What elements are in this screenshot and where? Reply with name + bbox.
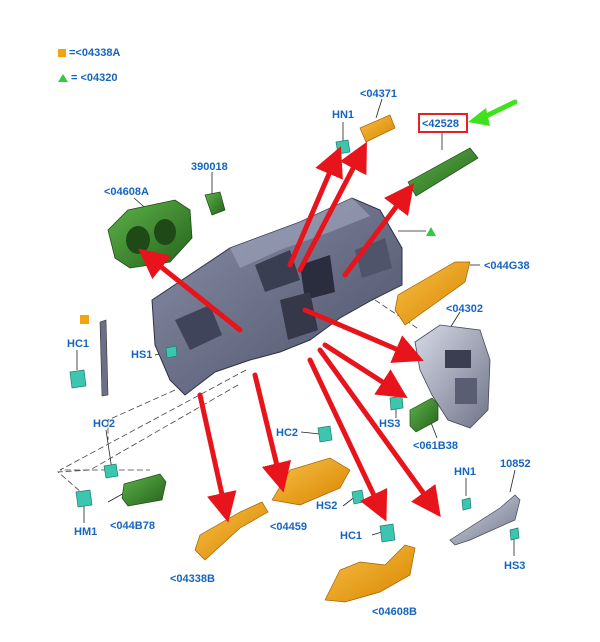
green-triangle-marker xyxy=(426,227,436,236)
label-hs1: HS1 xyxy=(131,349,153,361)
label-hn1-top: HN1 xyxy=(332,109,355,121)
part-061B38 xyxy=(409,397,439,433)
orange-square-icon xyxy=(58,49,66,57)
arrow-to-04608A xyxy=(138,248,243,333)
connector-hn1-top xyxy=(335,139,351,155)
label-hs3-right: HS3 xyxy=(504,560,526,572)
label-hc1-left: HC1 xyxy=(67,338,90,350)
arrow-to-04338B xyxy=(197,392,237,523)
part-04459 xyxy=(271,457,351,506)
connector-hs1 xyxy=(165,345,178,359)
arrow-to-hn1 xyxy=(287,146,343,268)
label-390018: 390018 xyxy=(191,161,228,173)
label-hc2-mid: HC2 xyxy=(276,427,299,439)
label-061B38: <061B38 xyxy=(413,440,458,452)
arrow-to-04371 xyxy=(297,141,367,273)
connector-hc1-left xyxy=(69,369,87,389)
label-04459: <04459 xyxy=(270,521,308,533)
part-390018 xyxy=(204,191,226,216)
part-42528 xyxy=(407,147,479,197)
label-044B78: <044B78 xyxy=(110,520,155,532)
part-04608B xyxy=(324,544,416,603)
label-04608A: <04608A xyxy=(104,186,149,198)
legend-item-triangle: = <04320 xyxy=(58,72,118,84)
connector-hs2 xyxy=(351,489,365,505)
label-04608B: <04608B xyxy=(372,606,417,618)
label-hc2-left: HC2 xyxy=(93,418,116,430)
connector-hc2-mid xyxy=(317,425,333,443)
connector-hc1-mid xyxy=(379,523,396,543)
label-10852: 10852 xyxy=(500,458,531,470)
connector-hm1 xyxy=(75,489,93,508)
arrow-to-061B38 xyxy=(322,342,408,399)
red-arrows xyxy=(138,141,441,523)
leader-lines xyxy=(76,98,516,556)
label-044G38: <044G38 xyxy=(484,260,530,272)
arrow-to-04459 xyxy=(252,372,292,493)
connector-hc2-left xyxy=(103,463,119,479)
green-triangle-icon xyxy=(58,74,68,82)
arrow-to-04608B xyxy=(307,357,388,522)
connector-hs3-right xyxy=(509,527,520,541)
arrow-to-42528 xyxy=(342,183,414,278)
label-04338B: <04338B xyxy=(170,573,215,585)
part-10852 xyxy=(449,494,521,546)
label-hm1: HM1 xyxy=(74,526,98,538)
connector-hn1-right xyxy=(461,497,472,511)
arrow-to-10852 xyxy=(317,347,441,518)
green-arrow xyxy=(468,99,518,126)
label-hs2: HS2 xyxy=(316,500,338,512)
part-left-trim xyxy=(99,319,109,397)
label-hn1-right: HN1 xyxy=(454,466,477,478)
label-42528: <42528 xyxy=(422,118,460,130)
highlight-box xyxy=(418,113,468,133)
label-hc1-mid: HC1 xyxy=(340,530,363,542)
label-hs3-mid: HS3 xyxy=(379,418,401,430)
label-04302: <04302 xyxy=(446,303,484,315)
legend-text: =<04338A xyxy=(69,47,121,59)
part-04338B xyxy=(194,501,269,561)
orange-square-marker xyxy=(80,315,89,324)
label-04371: <04371 xyxy=(360,88,398,100)
legend-text: = <04320 xyxy=(71,72,118,84)
connector-hs3-mid xyxy=(389,395,404,411)
part-044G38 xyxy=(394,261,471,326)
legend-item-square: =<04338A xyxy=(58,47,120,59)
part-044B78 xyxy=(121,473,167,507)
part-04371 xyxy=(359,114,396,143)
arrow-to-04302 xyxy=(302,307,424,363)
